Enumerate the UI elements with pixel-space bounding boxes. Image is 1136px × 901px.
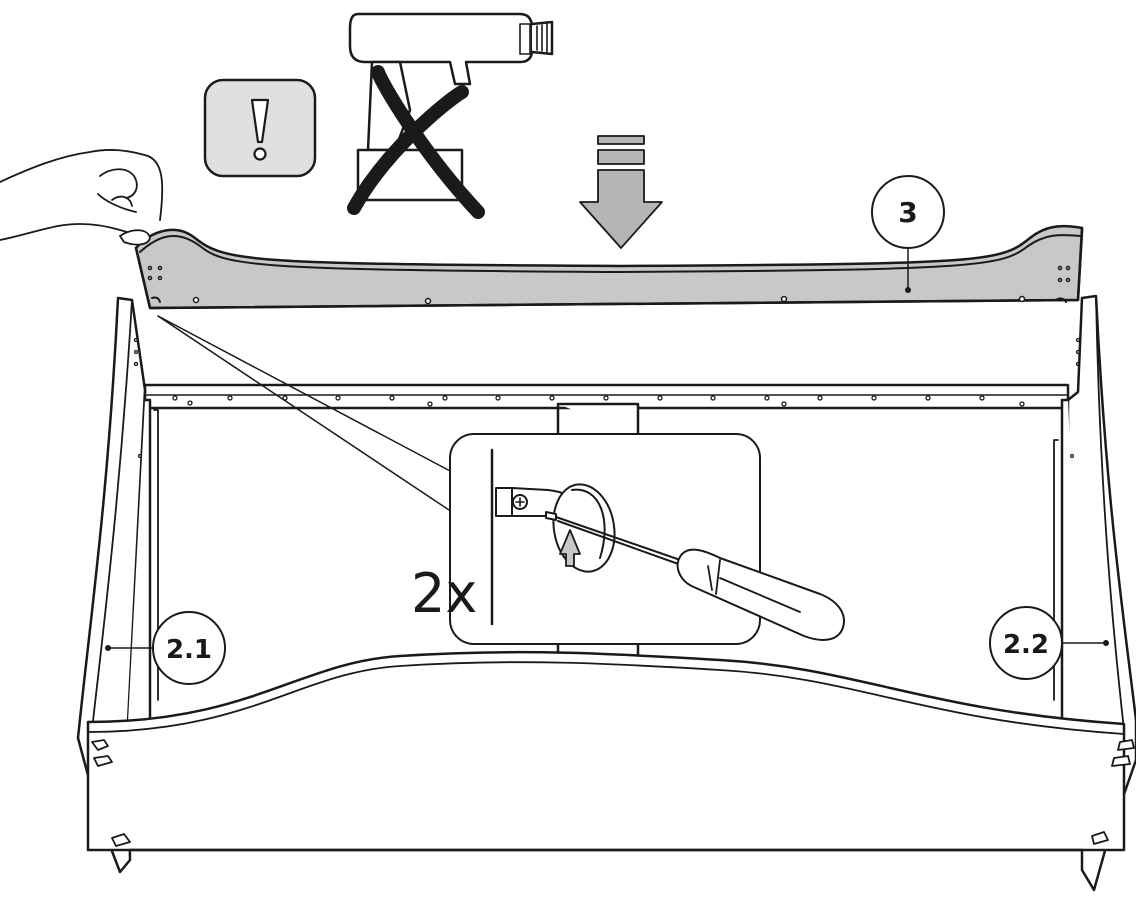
panel-holes	[147, 265, 1071, 305]
callout-label-2-2: 2.2	[1003, 630, 1049, 660]
screwdriver-icon	[545, 511, 845, 641]
cam-lock-bolt-icon	[495, 483, 616, 573]
callout-part-2-2: 2.2	[989, 606, 1109, 680]
callout-label-2-1: 2.1	[166, 635, 212, 665]
top-panel-part-3	[134, 224, 1084, 310]
down-arrow-icon	[579, 135, 663, 249]
front-rail	[86, 650, 1135, 852]
detail-inset: 2x	[411, 433, 845, 645]
hand-illustration	[0, 149, 164, 246]
callout-part-2-1: 2.1	[105, 611, 226, 685]
back-rail	[143, 383, 1070, 410]
quantity-label: 2x	[411, 562, 477, 625]
callout-part-3: 3	[871, 175, 945, 293]
warning-icon	[203, 78, 317, 178]
callout-label-3: 3	[898, 196, 917, 229]
detail-zoom-lines	[157, 315, 453, 513]
power-drill-prohibited-icon	[347, 12, 554, 219]
